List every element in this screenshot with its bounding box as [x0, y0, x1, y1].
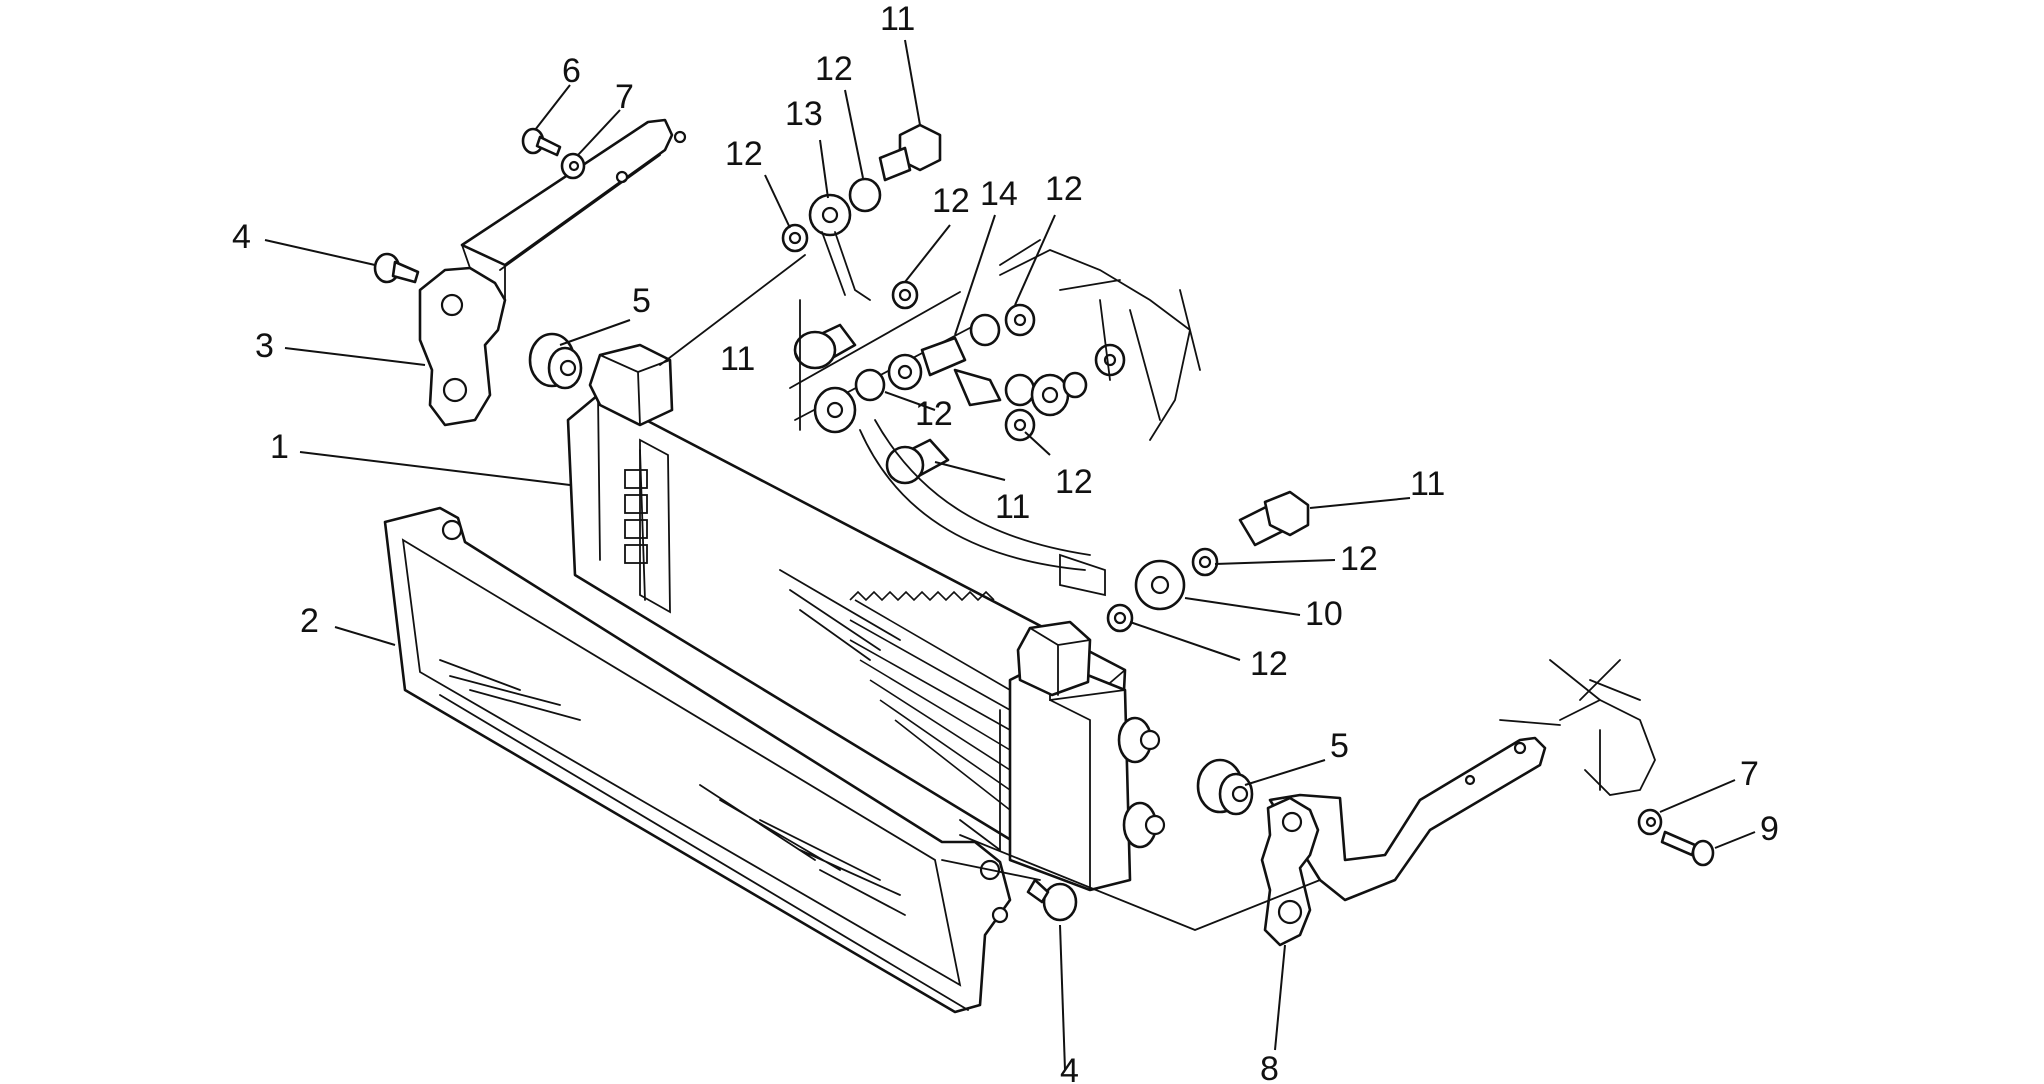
screw-4-bottom [1026, 878, 1078, 922]
callout-8: 8 [1260, 1050, 1279, 1084]
callout-14: 14 [980, 175, 1018, 213]
callout-11c: 11 [995, 488, 1030, 526]
callout-13: 13 [785, 95, 823, 133]
callout-10: 10 [1305, 595, 1343, 633]
callout-12f: 12 [1055, 463, 1093, 501]
washer-7-top [560, 152, 586, 180]
callout-2: 2 [300, 602, 319, 640]
callout-12e: 12 [915, 395, 953, 433]
callout-11b: 11 [720, 340, 755, 378]
right-bracket [1260, 659, 1656, 947]
callout-7b: 7 [1740, 755, 1759, 793]
screw-6 [521, 127, 562, 157]
cooler-guard [383, 506, 1041, 1014]
callout-4b: 4 [1060, 1052, 1079, 1084]
callout-1: 1 [270, 428, 289, 466]
callout-12c: 12 [932, 182, 970, 220]
callout-3: 3 [255, 327, 274, 365]
oil-cooler [566, 343, 1166, 892]
screw-4-top [373, 252, 420, 284]
screw-9 [1660, 830, 1715, 867]
callout-11d: 11 [1410, 465, 1445, 503]
callout-12g: 12 [1340, 540, 1378, 578]
washer-7-right [1637, 808, 1663, 836]
callout-5a: 5 [632, 282, 651, 320]
callout-12a: 12 [815, 50, 853, 88]
oil-line-fittings [781, 123, 1310, 633]
callout-12b: 12 [725, 135, 763, 173]
callout-4a: 4 [232, 218, 251, 256]
callout-12d: 12 [1045, 170, 1083, 208]
callout-labels: 1 2 3 4 4 5 5 6 7 7 8 9 10 11 11 11 11 1… [232, 0, 1779, 1084]
grommet-right [1196, 758, 1254, 816]
callout-12h: 12 [1250, 645, 1288, 683]
grommet-left [528, 332, 583, 390]
callout-9: 9 [1760, 810, 1779, 848]
leader-lines [264, 39, 1756, 1071]
callout-7a: 7 [615, 78, 634, 116]
callout-6: 6 [562, 52, 581, 90]
callout-5b: 5 [1330, 727, 1349, 765]
callout-11a: 11 [880, 0, 915, 38]
left-bracket [418, 118, 687, 427]
